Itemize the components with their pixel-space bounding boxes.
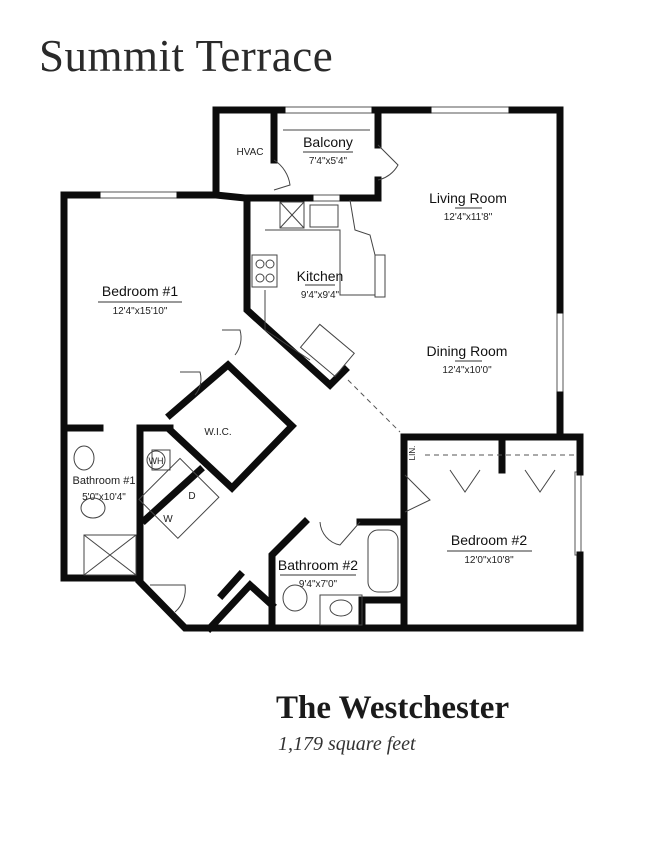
walls (60, 106, 584, 633)
room-labels: HVAC Balcony 7'4"x5'4" Living Room 12'4"… (73, 134, 532, 590)
bathroom2-size: 9'4"x7'0" (299, 579, 338, 590)
bathroom1-size: 5'0"x10'4" (82, 492, 126, 503)
bedroom1-size: 12'4"x15'10" (113, 306, 168, 317)
living-room-label: Living Room (429, 190, 507, 206)
balcony-label: Balcony (303, 134, 353, 150)
washer-dryer-icon (138, 457, 220, 540)
bathroom2-door-icon (319, 521, 361, 546)
water-heater-label: WH (149, 456, 164, 466)
toilet-icon (80, 497, 106, 519)
shower-icon (83, 534, 137, 576)
fixtures (73, 129, 575, 626)
bedroom2-door-icon (404, 474, 431, 513)
sink-icon (73, 445, 95, 471)
closet-door-icon (449, 469, 481, 493)
bathtub-icon (367, 529, 399, 593)
kitchen-size: 9'4"x9'4" (301, 290, 340, 301)
living-door-icon (377, 144, 399, 181)
balcony-door-icon (273, 159, 291, 191)
balcony-size: 7'4"x5'4" (309, 156, 348, 167)
bedroom1-label: Bedroom #1 (102, 283, 178, 299)
washer-label: W (163, 514, 173, 525)
dining-room-label: Dining Room (427, 343, 508, 359)
toilet-icon (282, 584, 308, 612)
sink-icon (309, 204, 339, 228)
living-room-size: 12'4"x11'8" (444, 212, 493, 223)
water-heater-icon (146, 450, 166, 470)
sink-icon (329, 599, 353, 617)
bathroom2-label: Bathroom #2 (278, 557, 358, 573)
plan-name: The Westchester (276, 690, 510, 726)
wic-label: W.I.C. (204, 427, 231, 438)
kitchen-island-icon (299, 323, 355, 377)
bedroom2-size: 12'0"x10'8" (464, 555, 514, 566)
linen-closet-label: LIN. (408, 446, 417, 461)
stove-icon (251, 254, 278, 288)
square-footage: 1,179 square feet (278, 733, 416, 755)
pantry-icon (374, 254, 386, 298)
bedroom1-door-icon (222, 329, 242, 356)
hvac-label: HVAC (236, 147, 263, 158)
kitchen-label: Kitchen (297, 268, 344, 284)
dryer-label: D (188, 491, 195, 502)
bedroom2-label: Bedroom #2 (451, 532, 527, 548)
bathroom1-label: Bathroom #1 (73, 475, 136, 487)
windows (96, 106, 582, 556)
property-title: Summit Terrace (39, 31, 334, 81)
dining-room-size: 12'4"x10'0" (442, 365, 492, 376)
